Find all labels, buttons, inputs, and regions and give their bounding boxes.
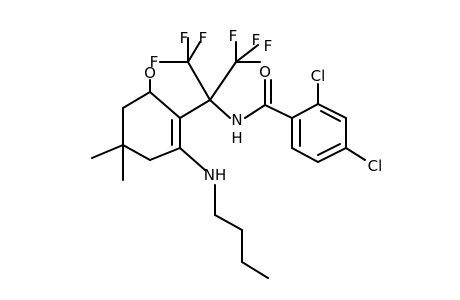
bond-quat-nh [209, 99, 231, 119]
bond-co-ring1 [122, 91, 151, 109]
oxygen-label: O [144, 64, 156, 82]
bond-bz-5 [291, 147, 319, 163]
nh-amide-h-label: H [231, 129, 242, 147]
f-left-3-label: F [199, 29, 208, 47]
cl-ortho-label: Cl [311, 67, 326, 85]
nh-amide-n-label: N [231, 111, 242, 129]
f-right-2-label: F [252, 31, 261, 49]
bond-nh-co [244, 104, 266, 119]
bond-f-right-2 [235, 44, 259, 63]
bond-ring-quat [179, 99, 211, 119]
f-right-3-label: F [264, 37, 273, 55]
oxygen-amide-label: O [259, 63, 271, 81]
cl-para-label: Cl [368, 157, 383, 175]
bond-butyl-4 [241, 261, 269, 279]
bond-c-nh [179, 147, 206, 171]
bond-bz-dbl-3 [320, 110, 341, 122]
bond-co-benzene [264, 104, 293, 119]
bond-butyl-2 [214, 214, 243, 231]
bond-ring-cme2-bottom [149, 147, 181, 161]
bond-ring-c-carbonyl [149, 91, 181, 119]
bond-methyl-1 [91, 144, 124, 159]
bond-cl-para [345, 147, 366, 161]
bond-bz-dbl-2 [317, 143, 341, 156]
nh-amine-label: NH [204, 166, 227, 184]
bond-ring-cme2-top [122, 144, 151, 161]
bond-bz-1 [291, 103, 319, 119]
f-left-1-label: F [150, 53, 159, 71]
bond-bz-2 [317, 103, 347, 119]
bond-f-left-3 [187, 41, 201, 63]
bond-quat-cf3-left [187, 61, 211, 101]
f-right-1-label: F [229, 27, 238, 45]
f-left-2-label: F [180, 29, 189, 47]
bond-bz-4 [317, 147, 347, 163]
bond-quat-cf3-right [209, 61, 237, 101]
